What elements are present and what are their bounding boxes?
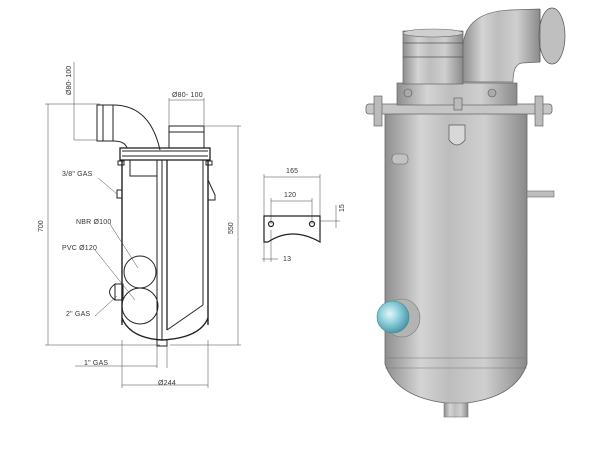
- inlet-diameter-label: Ø80- 100: [66, 65, 73, 95]
- pvc-float-callout: PVC Ø120: [62, 245, 98, 252]
- bracket-height-label: 15: [339, 204, 346, 212]
- gas-2-callout: 2" GAS: [66, 311, 91, 318]
- bracket-hole-offset-label: 13: [283, 256, 292, 263]
- body-height-label: 550: [228, 222, 235, 234]
- gas-3-8-callout: 3/8" GAS: [62, 171, 93, 178]
- bracket-width-label: 165: [286, 168, 299, 175]
- outlet-diameter-label: Ø80- 100: [172, 92, 203, 99]
- nbr-float-callout: NBR Ø100: [76, 219, 112, 226]
- diameter-244-label: Ø244: [158, 380, 176, 387]
- bracket-hole-spacing-label: 120: [284, 192, 297, 199]
- gas-1-callout: 1" GAS: [84, 360, 109, 367]
- render-3d: [365, 7, 566, 418]
- total-height-label: 700: [38, 220, 45, 232]
